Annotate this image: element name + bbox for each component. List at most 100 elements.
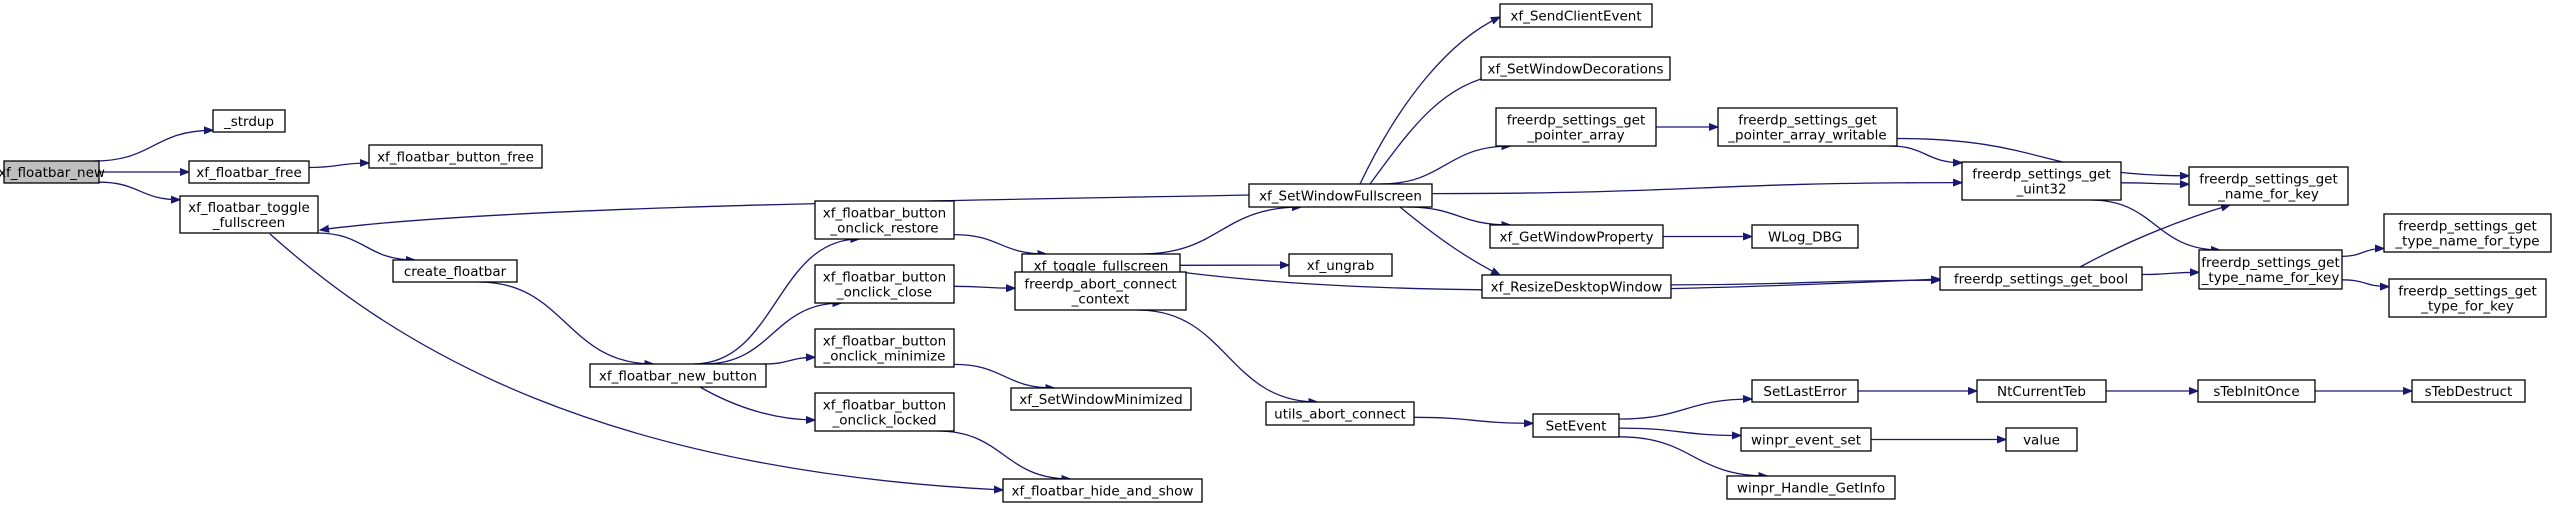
edge-freerdp-settings-get-bool-to-freerdp-settings-get-type-name-for-key (2141, 272, 2199, 274)
node-label: _onclick_close (836, 285, 932, 301)
node-freerdp-settings-get-pointer-array[interactable]: freerdp_settings_get_pointer_array (1495, 107, 1657, 147)
node-xf-ungrab[interactable]: xf_ungrab (1288, 253, 1393, 277)
edge-line (2341, 279, 2389, 287)
edge-line (98, 181, 180, 200)
node-xf-floatbar-hide-and-show[interactable]: xf_floatbar_hide_and_show (1002, 478, 1203, 503)
edge-line (1618, 427, 1741, 435)
node-box (368, 144, 543, 169)
edge-line (320, 194, 1250, 230)
node-nt-current-teb[interactable]: NtCurrentTeb (1976, 379, 2107, 403)
node-box (2411, 379, 2526, 403)
node-box (179, 195, 319, 234)
edge-line (1670, 280, 1940, 286)
node-xf-set-window-fullscreen[interactable]: xf_SetWindowFullscreen (1248, 183, 1433, 208)
node-box (589, 363, 767, 388)
edge-line (316, 232, 415, 260)
edge-line (269, 233, 1003, 490)
node-label: _type_name_for_type (2394, 234, 2539, 250)
node-label: xf_floatbar_button_free (377, 150, 534, 166)
node-label: _uint32 (2015, 182, 2066, 198)
edge-line (953, 286, 1015, 288)
edge-line (1896, 137, 2189, 176)
node-label: xf_ResizeDesktopWindow (1491, 280, 1663, 296)
node-label: _onclick_locked (831, 413, 936, 429)
edge-xf-set-window-fullscreen-to-xf-send-client-event (1359, 16, 1500, 185)
node-label: freerdp_settings_get (2199, 172, 2338, 188)
node-label: WLog_DBG (1768, 230, 1842, 246)
node-strdup[interactable]: _strdup (212, 109, 286, 133)
node-label: winpr_Handle_GetInfo (1737, 481, 1885, 497)
edge-line (699, 386, 815, 420)
node-xf-floatbar-button-onclick-locked[interactable]: xf_floatbar_button_onclick_locked (814, 392, 955, 432)
edge-line (764, 357, 815, 365)
edge-xf-floatbar-new-button-to-xf-floatbar-button-onclick-minimize (764, 357, 815, 365)
node-freerdp-settings-get-pointer-array-writable[interactable]: freerdp_settings_get_pointer_array_writa… (1717, 107, 1898, 147)
node-xf-send-client-event[interactable]: xf_SendClientEvent (1499, 3, 1653, 28)
node-freerdp-settings-get-type-name-for-key[interactable]: freerdp_settings_get_type_name_for_key (2198, 249, 2343, 290)
node-label: xf_floatbar_free (196, 165, 302, 181)
node-create-floatbar[interactable]: create_floatbar (392, 259, 518, 283)
edge-line (1137, 309, 1318, 402)
node-xf-floatbar-button-free[interactable]: xf_floatbar_button_free (368, 144, 543, 169)
node-xf-get-window-property[interactable]: xf_GetWindowProperty (1489, 224, 1664, 249)
node-freerdp-abort-connect-context[interactable]: freerdp_abort_connect_context (1014, 271, 1187, 311)
node-xf-floatbar-new-button[interactable]: xf_floatbar_new_button (589, 363, 767, 388)
node-label: _type_for_key (2420, 299, 2514, 315)
node-s-teb-destruct[interactable]: sTebDestruct (2411, 379, 2526, 403)
node-label: SetEvent (1546, 419, 1607, 435)
edge-xf-floatbar-new-to-xf-floatbar-toggle-fullscreen (98, 181, 180, 200)
node-freerdp-settings-get-type-name-for-type[interactable]: freerdp_settings_get_type_name_for_type (2383, 213, 2552, 253)
node-utils-abort-connect[interactable]: utils_abort_connect (1265, 401, 1415, 426)
edge-xf-set-window-fullscreen-to-xf-get-window-property (1406, 206, 1511, 225)
node-box (2197, 379, 2316, 403)
node-s-teb-init-once[interactable]: sTebInitOnce (2197, 379, 2316, 403)
node-label: value (2023, 433, 2060, 449)
edge-xf-floatbar-new-button-to-xf-floatbar-button-onclick-restore (693, 239, 859, 365)
edge-freerdp-settings-get-type-name-for-key-to-freerdp-settings-get-type-name-for-type (2341, 249, 2384, 257)
node-xf-resize-desktop-window[interactable]: xf_ResizeDesktopWindow (1481, 274, 1672, 299)
node-label: _onclick_minimize (823, 349, 946, 365)
edge-xf-floatbar-new-button-to-xf-floatbar-button-onclick-locked (699, 386, 815, 420)
node-wlog-dbg[interactable]: WLog_DBG (1751, 224, 1859, 249)
edge-set-event-to-set-last-error (1618, 399, 1752, 420)
node-label: xf_floatbar_hide_and_show (1012, 484, 1194, 500)
node-label: freerdp_settings_get_bool (1954, 272, 2128, 288)
node-winpr-handle-get-info[interactable]: winpr_Handle_GetInfo (1726, 475, 1896, 500)
node-xf-floatbar-new[interactable]: xf_floatbar_new (0, 160, 105, 184)
edge-line (1889, 145, 1962, 163)
edge-line (478, 281, 654, 364)
node-label: NtCurrentTeb (1997, 384, 2086, 400)
node-value[interactable]: value (2005, 427, 2078, 452)
node-freerdp-settings-get-uint32[interactable]: freerdp_settings_get_uint32 (1961, 161, 2122, 201)
node-xf-floatbar-button-onclick-close[interactable]: xf_floatbar_button_onclick_close (814, 264, 955, 304)
node-box (1248, 183, 1433, 208)
node-xf-toggle-fullscreen[interactable]: xf_toggle_fullscreen (1021, 253, 1181, 278)
edge-xf-floatbar-button-onclick-restore-to-xf-toggle-fullscreen (953, 233, 1046, 254)
node-freerdp-settings-get-bool[interactable]: freerdp_settings_get_bool (1939, 266, 2143, 291)
node-label: create_floatbar (404, 264, 507, 280)
node-xf-set-window-decorations[interactable]: xf_SetWindowDecorations (1480, 56, 1671, 81)
node-xf-floatbar-button-onclick-minimize[interactable]: xf_floatbar_button_onclick_minimize (814, 328, 955, 368)
node-xf-floatbar-button-onclick-restore[interactable]: xf_floatbar_button_onclick_restore (814, 200, 955, 240)
edge-freerdp-settings-get-type-name-for-key-to-freerdp-settings-get-type-for-key (2341, 279, 2389, 287)
edge-line (1431, 183, 1962, 195)
node-label: _type_name_for_key (2201, 270, 2340, 286)
node-freerdp-settings-get-type-for-key[interactable]: freerdp_settings_get_type_for_key (2388, 278, 2547, 318)
node-box (1740, 427, 1872, 452)
node-xf-floatbar-free[interactable]: xf_floatbar_free (188, 160, 310, 184)
edge-xf-set-window-fullscreen-to-xf-resize-desktop-window (1399, 206, 1500, 275)
node-label: xf_SetWindowFullscreen (1259, 189, 1422, 205)
edge-set-event-to-winpr-event-set (1618, 427, 1741, 435)
node-set-event[interactable]: SetEvent (1532, 413, 1620, 438)
node-freerdp-settings-get-name-for-key[interactable]: freerdp_settings_get_name_for_key (2188, 166, 2349, 206)
node-box (1480, 56, 1671, 81)
edge-line (1369, 74, 1500, 185)
node-xf-set-window-minimized[interactable]: xf_SetWindowMinimized (1010, 387, 1192, 411)
node-winpr-event-set[interactable]: winpr_event_set (1740, 427, 1872, 452)
edge-set-event-to-winpr-handle-get-info (1618, 436, 1767, 476)
node-set-last-error[interactable]: SetLastError (1751, 379, 1859, 403)
node-xf-floatbar-toggle-fullscreen[interactable]: xf_floatbar_toggle_fullscreen (179, 195, 319, 234)
edge-xf-floatbar-toggle-fullscreen-to-xf-floatbar-hide-and-show (269, 233, 1003, 490)
node-label: freerdp_settings_get (2398, 284, 2537, 300)
